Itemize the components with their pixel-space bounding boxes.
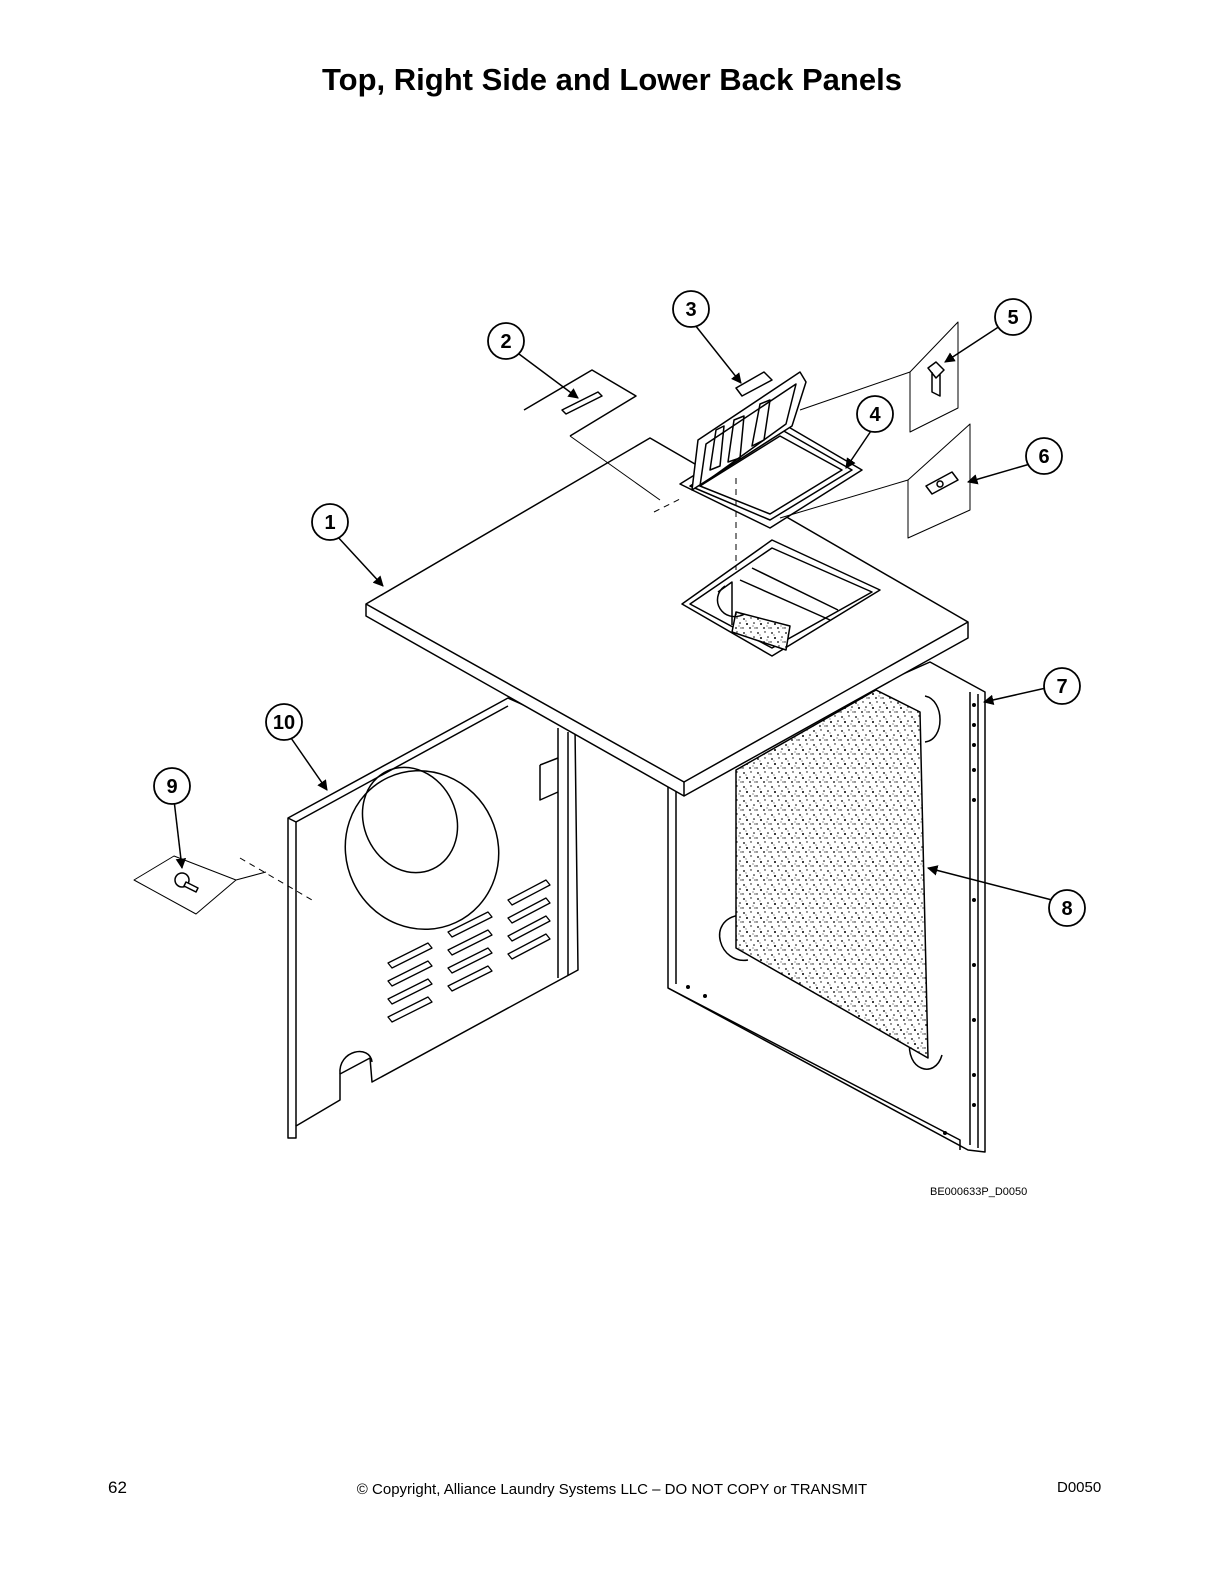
callout-label-10: 10 bbox=[273, 712, 295, 734]
page-number: 62 bbox=[108, 1478, 127, 1497]
callout-5 bbox=[994, 298, 1032, 336]
callout-label-3: 3 bbox=[685, 299, 696, 321]
lower-back-panel bbox=[287, 697, 579, 1139]
figure-id: BE000633P_D0050 bbox=[930, 1186, 1028, 1198]
callout-9 bbox=[153, 767, 191, 805]
page-title: Top, Right Side and Lower Back Panels bbox=[322, 62, 902, 97]
document-code: D0050 bbox=[1057, 1479, 1102, 1496]
small-screw-part bbox=[133, 855, 237, 915]
callout-label-2: 2 bbox=[500, 331, 511, 353]
label-part bbox=[523, 369, 637, 437]
screw-part bbox=[909, 321, 959, 433]
callout-7 bbox=[1043, 667, 1081, 705]
callout-2 bbox=[487, 322, 525, 360]
callout-label-5: 5 bbox=[1007, 307, 1018, 329]
callout-label-6: 6 bbox=[1038, 446, 1049, 468]
callout-6 bbox=[1025, 437, 1063, 475]
top-panel bbox=[365, 437, 969, 797]
callout-label-9: 9 bbox=[166, 776, 177, 798]
clip-part bbox=[907, 423, 971, 539]
callout-10 bbox=[265, 703, 303, 741]
callout-label-1: 1 bbox=[324, 512, 335, 534]
copyright-notice: © Copyright, Alliance Laundry Systems LL… bbox=[356, 1481, 868, 1498]
callout-label-4: 4 bbox=[869, 404, 881, 426]
callout-8 bbox=[1048, 889, 1086, 927]
callout-label-7: 7 bbox=[1056, 676, 1067, 698]
callout-label-8: 8 bbox=[1061, 898, 1072, 920]
insulation-pad bbox=[735, 689, 929, 1059]
callout-3 bbox=[672, 290, 710, 328]
callout-1 bbox=[311, 503, 349, 541]
callout-4 bbox=[856, 395, 894, 433]
hatch-door bbox=[691, 371, 807, 491]
